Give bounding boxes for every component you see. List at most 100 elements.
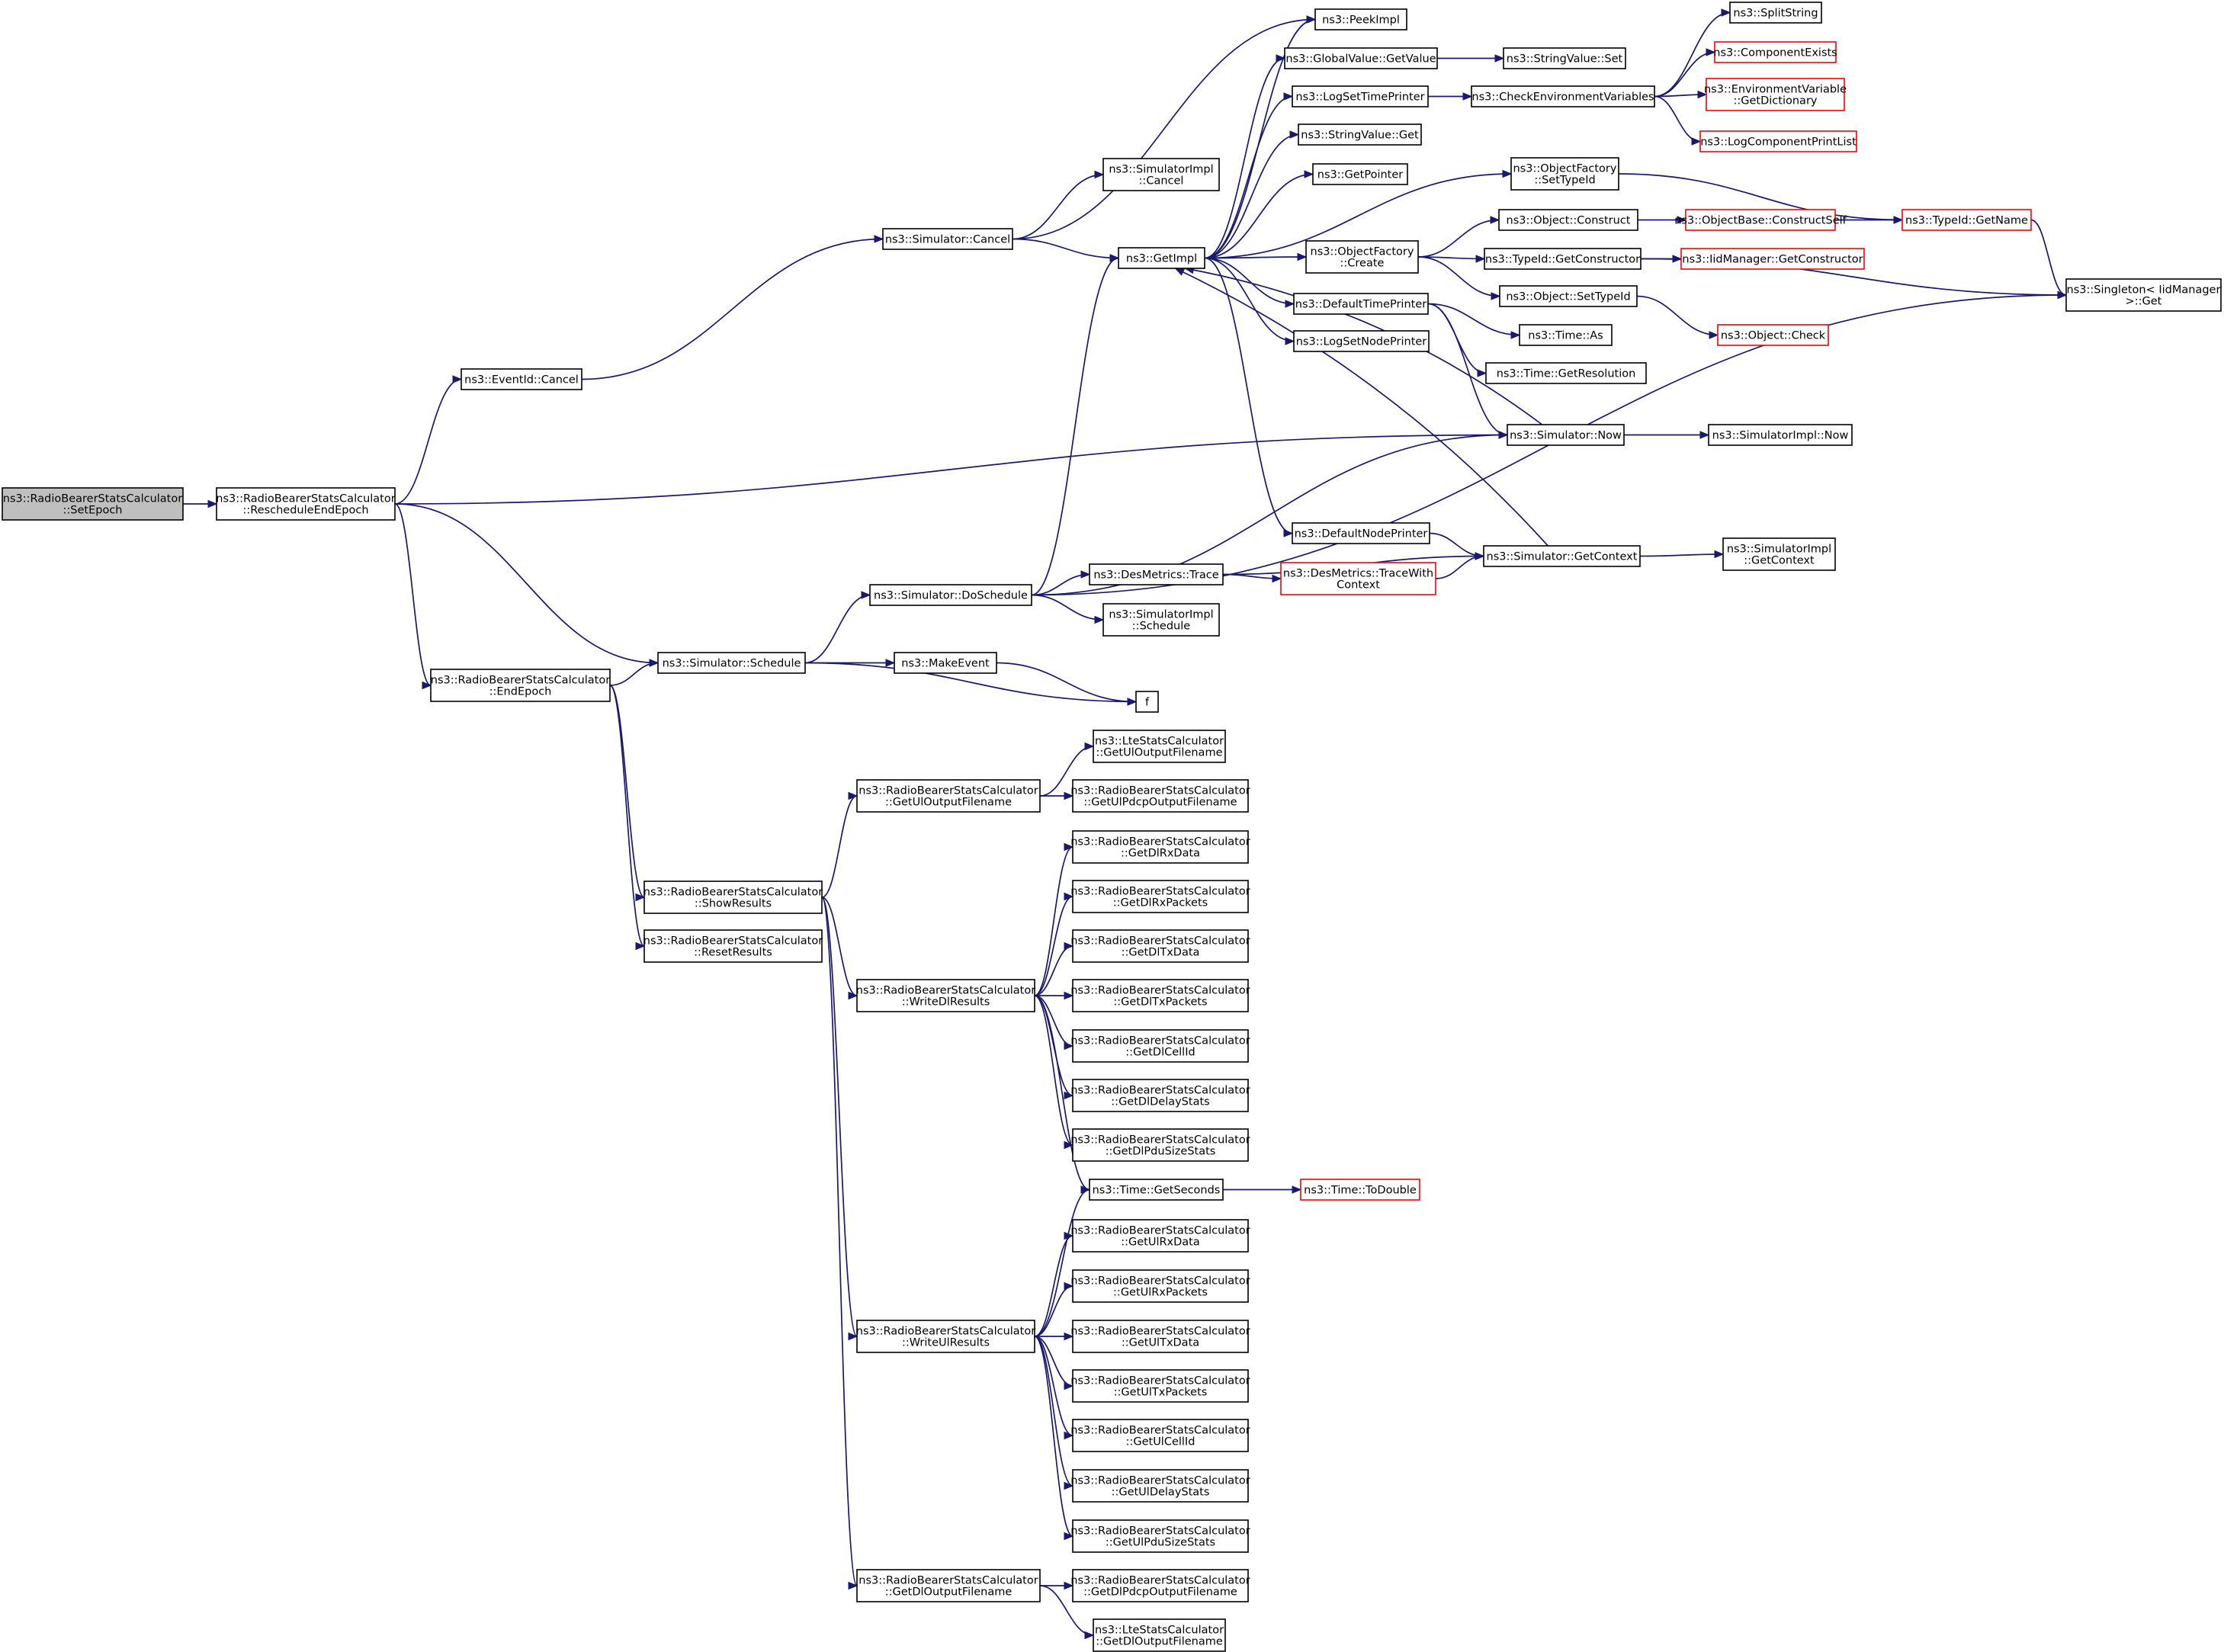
node-logcompprint[interactable]: ns3::LogComponentPrintList [1699, 130, 1857, 152]
node-label: ::ResetResults [694, 947, 772, 959]
node-stringvalueget[interactable]: ns3::StringValue::Get [1298, 123, 1422, 146]
node-getultxpackets[interactable]: ns3::RadioBearerStatsCalculator::GetUlTx… [1070, 1369, 1250, 1403]
node-box [1089, 563, 1224, 585]
node-makeevent[interactable]: ns3::MakeEvent [894, 652, 997, 674]
node-timeas[interactable]: ns3::Time::As [1519, 324, 1613, 346]
node-checkenv[interactable]: ns3::CheckEnvironmentVariables [1471, 85, 1655, 107]
node-simimplcancel[interactable]: ns3::SimulatorImpl::Cancel [1102, 158, 1220, 191]
node-box [1102, 603, 1220, 637]
node-eventcancel[interactable]: ns3::EventId::Cancel [461, 368, 582, 390]
edge-arrowhead [1109, 254, 1120, 262]
node-ltegetdl[interactable]: ns3::LteStatsCalculator::GetDlOutputFile… [1093, 1618, 1226, 1652]
edge-defaulttimeprinter-to-timeas [1427, 303, 1521, 339]
node-getdlcellid[interactable]: ns3::RadioBearerStatsCalculator::GetDlCe… [1070, 1029, 1250, 1063]
node-typeidgetname[interactable]: ns3::TypeId::GetName [1901, 209, 2032, 231]
node-timetodouble[interactable]: ns3::Time::ToDouble [1300, 1179, 1420, 1201]
node-gvgetvalue[interactable]: ns3::GlobalValue::GetValue [1284, 47, 1438, 69]
edge-getimpl-to-ofcreate [1204, 252, 1308, 261]
node-envgetdict[interactable]: ns3::EnvironmentVariable::GetDictionary [1704, 78, 1847, 111]
node-getdlpdu[interactable]: ns3::RadioBearerStatsCalculator::GetDlPd… [1070, 1128, 1250, 1162]
node-reschedule[interactable]: ns3::RadioBearerStatsCalculator::Resched… [216, 487, 396, 521]
node-simgetcontext[interactable]: ns3::Simulator::GetContext [1483, 545, 1641, 567]
node-rbgetul[interactable]: ns3::RadioBearerStatsCalculator::GetUlOu… [856, 779, 1041, 813]
node-showresults[interactable]: ns3::RadioBearerStatsCalculator::ShowRes… [643, 881, 823, 914]
node-rbgetdl[interactable]: ns3::RadioBearerStatsCalculator::GetDlOu… [856, 1569, 1041, 1602]
node-label: ::RescheduleEndEpoch [242, 505, 368, 517]
edge-schedule-to-doschedule [804, 591, 871, 664]
node-getuldelay[interactable]: ns3::RadioBearerStatsCalculator::GetUlDe… [1070, 1469, 1250, 1503]
node-resetresults[interactable]: ns3::RadioBearerStatsCalculator::ResetRe… [643, 929, 823, 963]
node-defaulttimeprinter[interactable]: ns3::DefaultTimePrinter [1293, 293, 1429, 315]
node-simimplschedule[interactable]: ns3::SimulatorImpl::Schedule [1102, 603, 1220, 637]
edge-line [609, 685, 645, 898]
edge-makeevent-to-f [996, 662, 1138, 706]
node-getpointer[interactable]: ns3::GetPointer [1312, 163, 1408, 185]
edge-line [804, 594, 871, 664]
node-timegetres[interactable]: ns3::Time::GetResolution [1485, 362, 1647, 384]
node-getimpl[interactable]: ns3::GetImpl [1118, 247, 1205, 269]
node-writeul[interactable]: ns3::RadioBearerStatsCalculator::WriteUl… [856, 1320, 1035, 1353]
node-peekimpl[interactable]: ns3::PeekImpl [1314, 8, 1407, 30]
node-getulpdcp[interactable]: ns3::RadioBearerStatsCalculator::GetUlPd… [1070, 779, 1250, 813]
node-writedl[interactable]: ns3::RadioBearerStatsCalculator::WriteDl… [856, 979, 1035, 1012]
node-label: ns3::Singleton< IidManager [2067, 284, 2221, 297]
node-logsetnodeprinter[interactable]: ns3::LogSetNodePrinter [1293, 330, 1430, 352]
node-root[interactable]: ns3::RadioBearerStatsCalculator::SetEpoc… [2, 487, 184, 521]
node-label: ns3::Simulator::Now [1510, 430, 1622, 442]
node-getdldelay[interactable]: ns3::RadioBearerStatsCalculator::GetDlDe… [1070, 1079, 1250, 1112]
edge-arrowhead [1064, 1091, 1074, 1100]
node-typeidgetconstructor[interactable]: ns3::TypeId::GetConstructor [1484, 248, 1642, 270]
node-label: ns3::SimulatorImpl [1109, 609, 1213, 621]
node-objconstruct[interactable]: ns3::Object::Construct [1498, 209, 1638, 231]
node-simimplgetcontext[interactable]: ns3::SimulatorImpl::GetContext [1722, 537, 1836, 571]
edge-defaulttimeprinter-to-simnow [1427, 303, 1509, 439]
node-simimplnow[interactable]: ns3::SimulatorImpl::Now [1708, 424, 1853, 446]
node-getulrxdata[interactable]: ns3::RadioBearerStatsCalculator::GetUlRx… [1070, 1219, 1250, 1253]
node-ltegetul[interactable]: ns3::LteStatsCalculator::GetUlOutputFile… [1093, 730, 1226, 763]
node-objcheck[interactable]: ns3::Object::Check [1717, 324, 1829, 346]
node-simcancel[interactable]: ns3::Simulator::Cancel [882, 228, 1013, 250]
node-destrace[interactable]: ns3::DesMetrics::Trace [1089, 563, 1224, 585]
edge-writedl-to-getdltxpackets [1035, 991, 1074, 1000]
node-getultxdata[interactable]: ns3::RadioBearerStatsCalculator::GetUlTx… [1070, 1320, 1250, 1353]
edge-line [1034, 1188, 1090, 1337]
node-schedule[interactable]: ns3::Simulator::Schedule [657, 652, 806, 674]
node-defaultnodeprinter[interactable]: ns3::DefaultNodePrinter [1292, 522, 1430, 544]
node-iidgetconstructor[interactable]: ns3::IidManager::GetConstructor [1680, 248, 1865, 270]
node-getdlpdcp[interactable]: ns3::RadioBearerStatsCalculator::GetDlPd… [1070, 1569, 1250, 1602]
node-ofsettypeid[interactable]: ns3::ObjectFactory::SetTypeId [1510, 157, 1619, 191]
node-getulrxpackets[interactable]: ns3::RadioBearerStatsCalculator::GetUlRx… [1070, 1269, 1250, 1303]
node-label: ns3::Object::Construct [1507, 215, 1631, 227]
node-timegetseconds[interactable]: ns3::Time::GetSeconds [1089, 1179, 1224, 1201]
node-getulpdu[interactable]: ns3::RadioBearerStatsCalculator::GetUlPd… [1070, 1519, 1250, 1553]
edge-endepoch-to-schedule [609, 659, 659, 686]
node-getdlrxpackets[interactable]: ns3::RadioBearerStatsCalculator::GetDlRx… [1070, 880, 1250, 913]
edge-line [1185, 268, 1543, 425]
node-getulcellid[interactable]: ns3::RadioBearerStatsCalculator::GetUlCe… [1070, 1419, 1250, 1452]
node-getdltxdata[interactable]: ns3::RadioBearerStatsCalculator::GetDlTx… [1070, 929, 1250, 963]
edge-line [1031, 594, 1104, 621]
node-doschedule[interactable]: ns3::Simulator::DoSchedule [869, 584, 1032, 606]
node-endepoch[interactable]: ns3::RadioBearerStatsCalculator::EndEpoc… [430, 669, 611, 702]
node-objsettypeid[interactable]: ns3::Object::SetTypeId [1499, 285, 1638, 307]
node-stringvalueset[interactable]: ns3::StringValue::Set [1503, 47, 1626, 69]
node-box [216, 487, 396, 521]
edge-arrowhead [207, 499, 218, 508]
node-label: ns3::RadioBearerStatsCalculator [858, 785, 1038, 797]
edge-arrowhead [848, 1332, 858, 1341]
node-getdlrxdata[interactable]: ns3::RadioBearerStatsCalculator::GetDlRx… [1070, 830, 1250, 864]
node-f[interactable]: f [1135, 691, 1159, 713]
edge-arrowhead [1477, 369, 1487, 377]
node-logsettimeprinter[interactable]: ns3::LogSetTimePrinter [1292, 85, 1429, 107]
node-getdltxpackets[interactable]: ns3::RadioBearerStatsCalculator::GetDlTx… [1070, 979, 1250, 1012]
node-singleton[interactable]: ns3::Singleton< IidManager >::Get [2065, 278, 2222, 312]
edge-arrowhead [1297, 252, 1308, 261]
node-simnow[interactable]: ns3::Simulator::Now [1507, 424, 1625, 446]
node-splitstring[interactable]: ns3::SplitString [1729, 2, 1822, 24]
node-ofcreate[interactable]: ns3::ObjectFactory::Create [1305, 240, 1419, 274]
node-componentexists[interactable]: ns3::ComponentExists [1713, 41, 1837, 63]
node-constructself[interactable]: ns3::ObjectBase::ConstructSelf [1674, 209, 1847, 231]
node-label: ns3::RadioBearerStatsCalculator [643, 935, 823, 948]
edge-arrowhead [1283, 92, 1294, 101]
